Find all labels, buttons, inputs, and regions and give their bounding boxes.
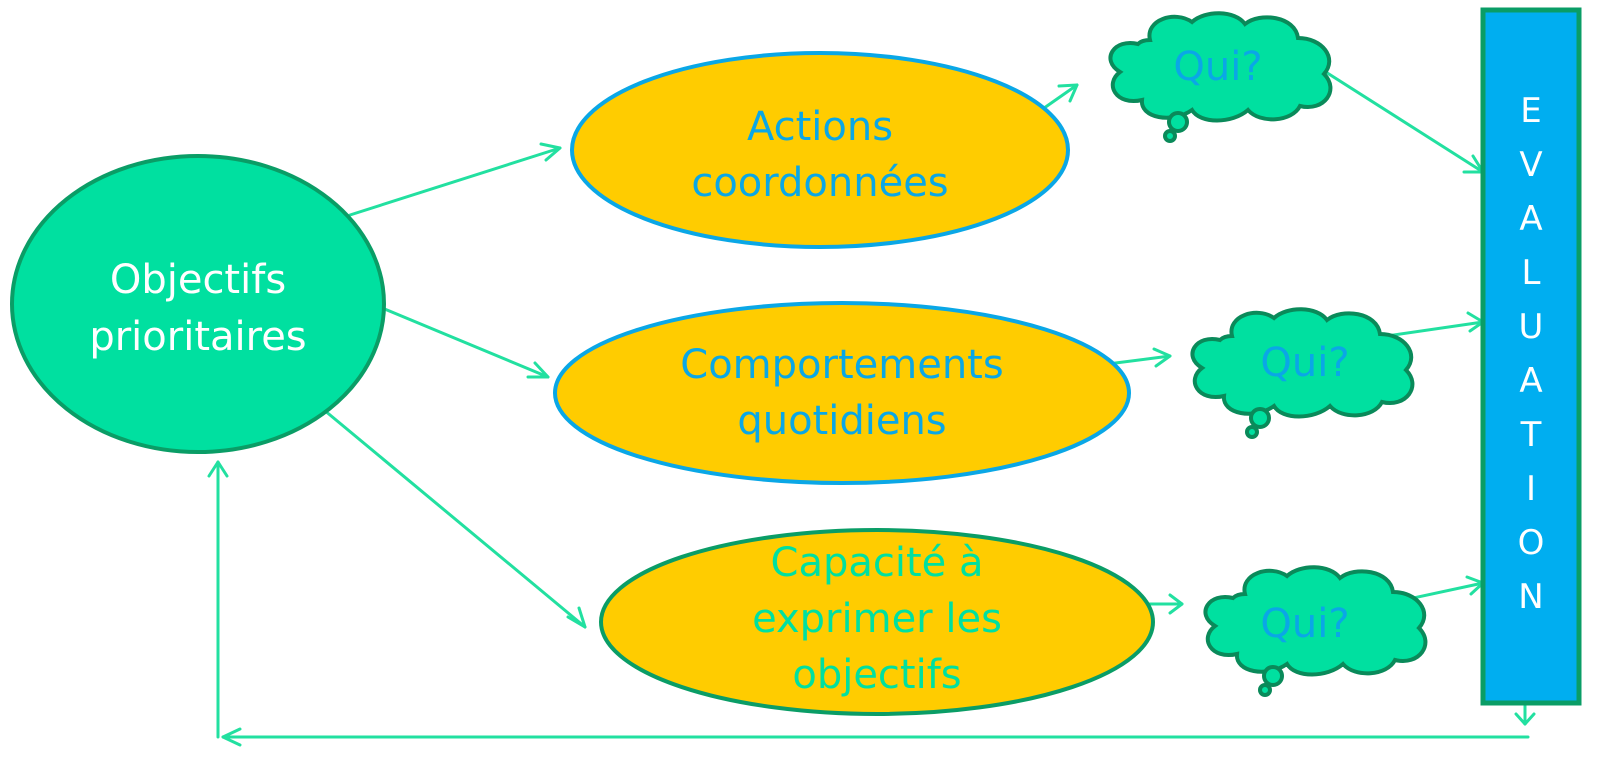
arrow-cloud2-to-evaluation <box>1378 311 1485 339</box>
objective-label-line2: prioritaires <box>89 314 306 360</box>
capacite-label-line2: exprimer les <box>752 596 1002 642</box>
evaluation-letter: T <box>1520 415 1542 455</box>
evaluation-letter: U <box>1519 307 1544 347</box>
evaluation-letter: A <box>1519 199 1542 239</box>
arrow-objective-to-comportements <box>373 303 550 379</box>
evaluation-letter: L <box>1522 253 1541 293</box>
cloud-3-label: Qui? <box>1260 601 1349 647</box>
objective-label-line1: Objectifs <box>110 257 286 303</box>
feedback-arrow <box>207 460 1536 747</box>
cloud-qui-3: Qui? <box>1205 567 1425 695</box>
action-node-capacite: Capacité à exprimer les objectifs <box>599 528 1155 716</box>
comportements-label-line2: quotidiens <box>737 398 946 444</box>
actions-label-line1: Actions <box>747 104 893 150</box>
cloud-qui-2: Qui? <box>1192 309 1412 437</box>
connectors <box>207 60 1536 747</box>
cloud-qui-1: Qui? <box>1108 11 1333 143</box>
evaluation-letter: N <box>1518 577 1543 617</box>
evaluation-letter: O <box>1518 523 1545 563</box>
actions-label-line2: coordonnées <box>691 160 948 206</box>
capacite-label-line3: objectifs <box>792 652 961 698</box>
evaluation-letter: I <box>1526 469 1536 509</box>
objective-node: Objectifs prioritaires <box>10 154 386 454</box>
arrow-cloud1-to-evaluation <box>1308 60 1485 174</box>
action-node-actions-coordonnees: Actions coordonnées <box>570 51 1070 249</box>
cloud-2-label: Qui? <box>1260 340 1349 386</box>
cloud-1-label: Qui? <box>1173 44 1262 90</box>
evaluation-letter: A <box>1519 361 1542 401</box>
action-node-comportements-quotidiens: Comportements quotidiens <box>553 301 1131 485</box>
evaluation-letter: V <box>1519 145 1542 185</box>
capacite-label-line1: Capacité à <box>771 540 984 586</box>
evaluation-letter: E <box>1520 91 1541 131</box>
arrow-objective-to-capacite <box>316 403 587 629</box>
comportements-label-line1: Comportements <box>680 342 1003 388</box>
arrow-objective-to-actions <box>348 142 562 217</box>
